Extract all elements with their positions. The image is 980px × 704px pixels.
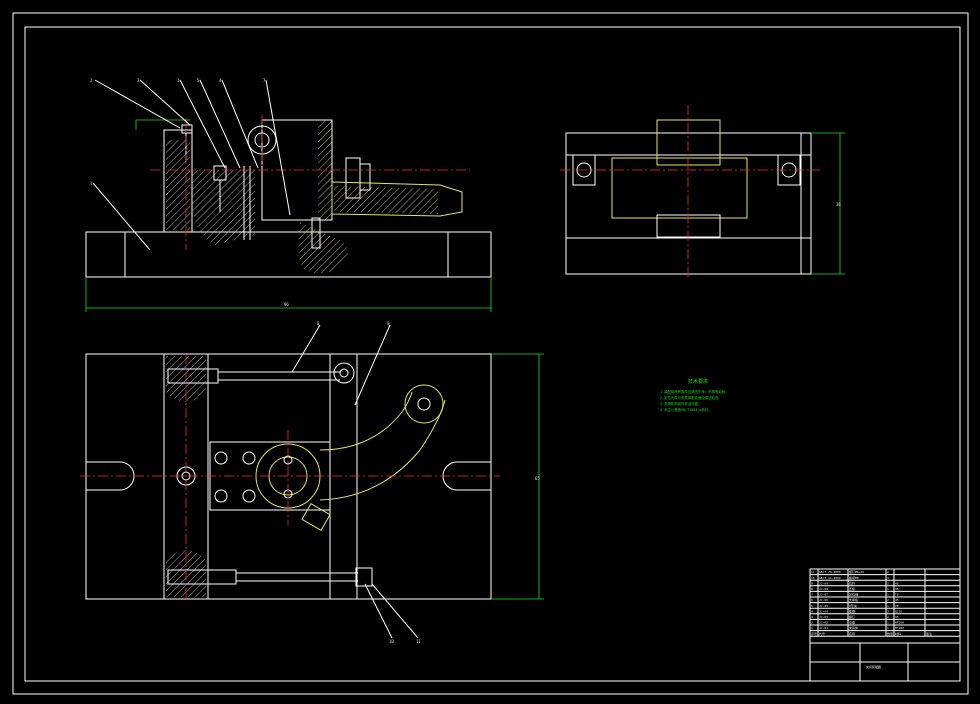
parts-list-cell: JJ-02 bbox=[819, 621, 828, 625]
plan-view: 65 8 9 10 11 bbox=[80, 321, 544, 644]
parts-list-cell: 6 bbox=[811, 598, 813, 602]
parts-list-cell: 2 bbox=[887, 581, 889, 585]
side-view: 36 bbox=[560, 105, 845, 280]
parts-list-cell: 8 bbox=[811, 587, 813, 591]
parts-list-cell: 垫圈 bbox=[849, 608, 855, 613]
parts-list-cell: GB/T 70-2000 bbox=[819, 570, 841, 574]
parts-list-cell: 2 bbox=[811, 621, 813, 625]
parts-list-cell: 5 bbox=[811, 604, 813, 608]
balloon-8: 8 bbox=[317, 321, 320, 326]
parts-list-cell: JJ-08 bbox=[819, 587, 828, 591]
parts-list-cell: T8 bbox=[895, 593, 899, 597]
parts-list-cell: JJ-05 bbox=[819, 604, 828, 608]
balloon-1b: 1 bbox=[90, 181, 93, 186]
parts-list-cell: V形块 bbox=[849, 603, 857, 608]
parts-list-cell: JJ-03 bbox=[819, 615, 828, 619]
parts-list-cell: JJ-09 bbox=[819, 581, 828, 585]
parts-list-cell: 20 bbox=[895, 604, 899, 608]
parts-list-header-cell: 名称 bbox=[849, 631, 855, 636]
parts-list-cell: 1 bbox=[887, 621, 889, 625]
notes-line-1: 1.装配前所有零件应清洗干净，不得有毛刺。 bbox=[660, 389, 729, 394]
notes-line-3: 3.夹紧机构动作灵活可靠。 bbox=[660, 401, 701, 406]
parts-list-cell: 45 bbox=[895, 598, 899, 602]
notes-title: 技术要求 bbox=[688, 378, 708, 385]
parts-list-header-cell: 材料 bbox=[895, 631, 901, 636]
parts-list-cell: 定位销 bbox=[849, 592, 858, 597]
parts-list-cell: 2 bbox=[887, 609, 889, 613]
front-section-view: 2 3 1 5 4 7 1 96 bbox=[85, 78, 492, 312]
parts-list-cell: JJ-06 bbox=[819, 598, 828, 602]
parts-list-cell: Q235 bbox=[895, 609, 902, 613]
parts-list-header-cell: 代号 bbox=[819, 631, 825, 636]
dim-plan-height: 65 bbox=[535, 476, 540, 481]
notes-line-4: 4.未注公差按GB/T1804-m执行。 bbox=[660, 407, 712, 412]
parts-list-cell: JJ-04 bbox=[819, 609, 828, 613]
balloon-7: 7 bbox=[263, 78, 266, 83]
balloon-2: 2 bbox=[90, 78, 93, 83]
dim-front-width: 96 bbox=[284, 302, 289, 307]
drawing-name: 夹具装配图 bbox=[866, 664, 881, 669]
parts-list-cell: HT200 bbox=[895, 626, 904, 630]
parts-list-cell: 1 bbox=[887, 604, 889, 608]
balloon-5: 5 bbox=[197, 78, 200, 83]
notes-line-2: 2.定位元件与夹具体配合面应保证贴合。 bbox=[660, 395, 722, 400]
parts-list-cell: 拉杆 bbox=[849, 580, 855, 585]
balloon-3: 3 bbox=[137, 78, 140, 83]
parts-list-cell: 2 bbox=[887, 570, 889, 574]
parts-list-cell: 1 bbox=[887, 593, 889, 597]
parts-list-cell: HT200 bbox=[895, 621, 904, 625]
parts-list-header-cell: 数量 bbox=[887, 631, 893, 636]
parts-list-cell: 螺母M8 bbox=[849, 575, 859, 580]
parts-list-cell: 11 bbox=[811, 570, 815, 574]
parts-list-cell: JJ-01 bbox=[819, 626, 828, 630]
parts-list-cell: 4 bbox=[887, 576, 889, 580]
parts-list-cell: 1 bbox=[811, 626, 813, 630]
parts-list-cell: 4 bbox=[811, 609, 813, 613]
parts-list-cell: GB/T 41-2000 bbox=[819, 576, 841, 580]
balloon-4: 4 bbox=[219, 78, 222, 83]
parts-list-cell: 2 bbox=[887, 615, 889, 619]
balloon-1a: 1 bbox=[177, 78, 180, 83]
parts-list-cell: 1 bbox=[887, 626, 889, 630]
parts-list-cell: 1 bbox=[887, 587, 889, 591]
parts-list-cell: 2 bbox=[887, 598, 889, 602]
technical-notes: 技术要求 1.装配前所有零件应清洗干净，不得有毛刺。 2.定位元件与夹具体配合面… bbox=[660, 378, 729, 412]
dim-side-height: 36 bbox=[836, 202, 841, 207]
balloon-10: 10 bbox=[389, 639, 394, 644]
parts-list-cell: 9 bbox=[811, 581, 813, 585]
parts-list-cell: 支座 bbox=[849, 620, 855, 625]
parts-list-cell: 45 bbox=[895, 581, 899, 585]
parts-list-cell: 7 bbox=[811, 593, 813, 597]
drawing-frame bbox=[12, 12, 969, 695]
balloon-9: 9 bbox=[387, 321, 390, 326]
parts-list-cell: 螺钉M6×20 bbox=[849, 569, 864, 574]
parts-list-cell: 螺钉 bbox=[849, 614, 855, 619]
balloon-11: 11 bbox=[416, 639, 421, 644]
parts-list-cell: 45 bbox=[895, 587, 899, 591]
parts-list-cell: 压板 bbox=[849, 586, 855, 591]
parts-list-cell: 35 bbox=[895, 615, 899, 619]
parts-list-cell: 3 bbox=[811, 615, 813, 619]
parts-list-cell: JJ-07 bbox=[819, 593, 828, 597]
parts-list-header-cell: 备注 bbox=[926, 631, 932, 636]
parts-list-cell: 10 bbox=[811, 576, 815, 580]
parts-list-cell: 夹具体 bbox=[849, 625, 858, 630]
parts-list-header-cell: 序号 bbox=[811, 631, 817, 636]
parts-list-cell: 支承板 bbox=[849, 597, 858, 602]
